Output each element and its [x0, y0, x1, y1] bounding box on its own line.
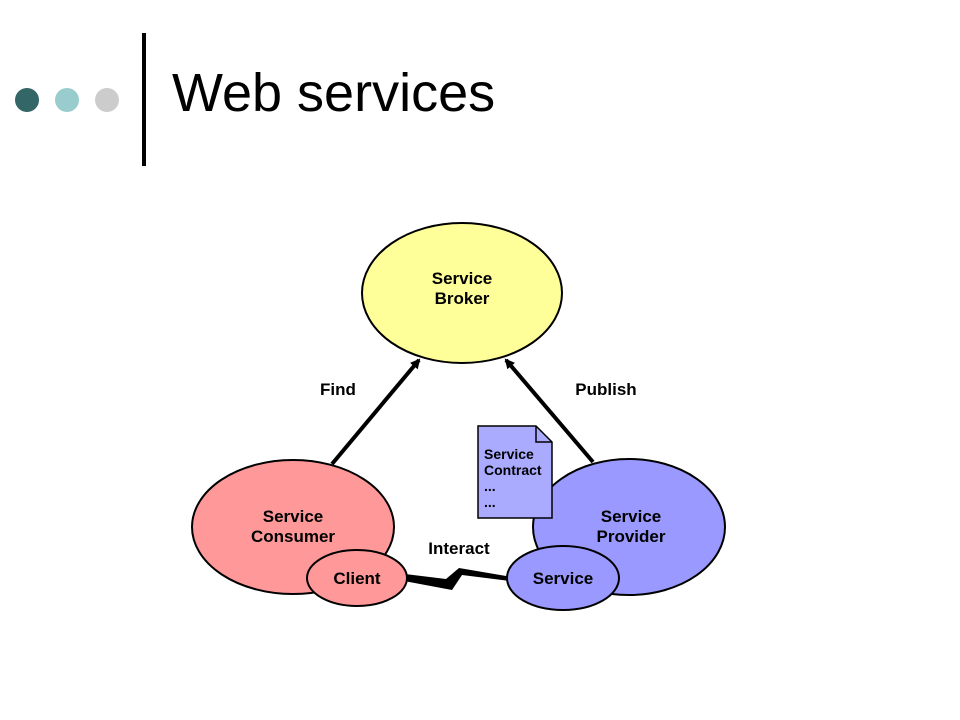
client-label: Client	[333, 569, 381, 588]
service-contract-fold	[535, 426, 552, 443]
service-broker-ellipse	[361, 222, 563, 364]
service-contract-document: Service Contract ... ...	[477, 425, 553, 519]
service-ellipse	[506, 545, 620, 611]
service-broker-label-line2: Broker	[435, 289, 490, 308]
service-contract-page	[477, 425, 553, 519]
title-divider	[142, 33, 146, 166]
title-bullet-dark	[15, 88, 39, 112]
title-bullet-gray	[95, 88, 119, 112]
interact-label: Interact	[428, 539, 490, 558]
service-contract-line: ...	[484, 494, 496, 510]
find-label: Find	[320, 380, 356, 399]
service-contract-line: Contract	[484, 462, 542, 478]
publish-arrow	[504, 358, 595, 464]
service-broker-node: Service Broker	[361, 222, 563, 364]
service-consumer-label-line2: Consumer	[251, 527, 335, 546]
title-bullet-teal	[55, 88, 79, 112]
find-arrow	[330, 358, 421, 466]
service-consumer-label-line1: Service	[263, 507, 324, 526]
service-provider-label-line1: Service	[601, 507, 662, 526]
service-contract-line: Service	[484, 446, 534, 462]
client-ellipse	[306, 549, 408, 607]
service-label: Service	[533, 569, 594, 588]
service-contract-line: ...	[484, 478, 496, 494]
service-node: Service	[506, 545, 620, 611]
interact-lightning-connector	[404, 568, 512, 590]
client-node: Client	[306, 549, 408, 607]
publish-label: Publish	[575, 380, 636, 399]
service-broker-label-line1: Service	[432, 269, 493, 288]
service-provider-label-line2: Provider	[597, 527, 666, 546]
slide-title: Web services	[172, 63, 496, 123]
